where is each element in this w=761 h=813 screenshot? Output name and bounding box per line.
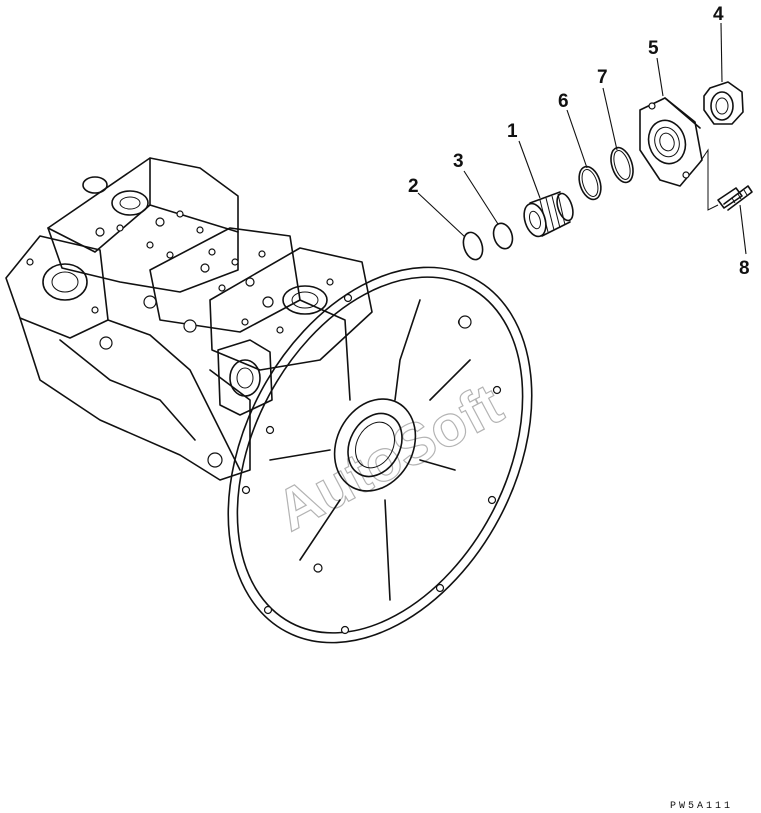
callout-2: 2: [408, 176, 419, 197]
callout-6: 6: [558, 91, 569, 112]
callout-5: 5: [648, 38, 659, 59]
part-2-o-ring: [462, 231, 484, 261]
part-3-ring: [492, 222, 514, 250]
drawing-code: PW5A111: [670, 801, 733, 812]
callout-7: 7: [597, 67, 608, 88]
callout-4: 4: [713, 4, 724, 25]
callout-1: 1: [507, 121, 518, 142]
callout-8: 8: [739, 258, 750, 279]
watermark: AutoSoft: [266, 371, 513, 543]
assembly-centerline: [699, 148, 719, 211]
part-1-adapter: [523, 191, 574, 238]
part-6-o-ring: [578, 165, 602, 201]
part-4-nut: [703, 81, 744, 125]
leader-lines: [417, 22, 747, 255]
part-5-flange: [639, 97, 703, 187]
part-8-bolt: [717, 185, 753, 211]
callout-3: 3: [453, 151, 464, 172]
mounting-flange: [227, 266, 533, 644]
pump-body: [5, 157, 373, 481]
part-7-o-ring: [610, 146, 634, 184]
